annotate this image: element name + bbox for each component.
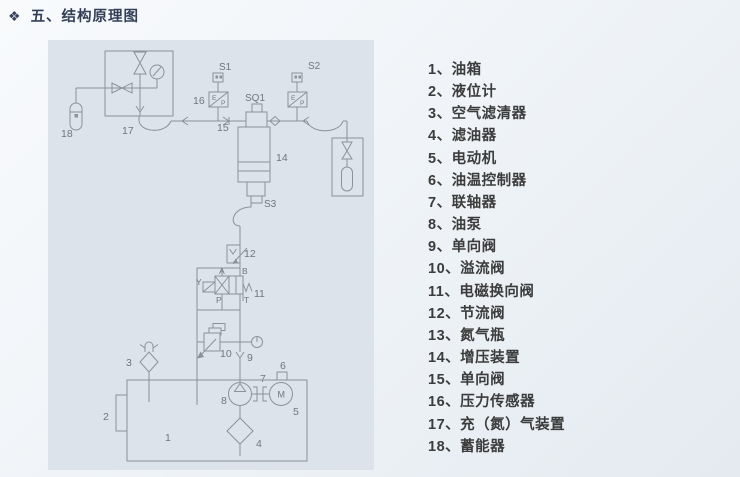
motor-5: M 5 [269,382,299,418]
legend-item-7: 7、联轴器 [428,194,497,211]
legend-item-5: 5、电动机 [428,150,497,167]
legend-item-8: 8、油泵 [428,217,482,234]
solenoid-valve-11: Y A B P T 11 [196,266,265,405]
throttle-valve-12: 12 [226,244,256,276]
legend-item-14: 14、增压装置 [428,350,521,367]
label-16: 16 [193,95,205,107]
label-e: E [212,95,217,102]
label-port-b: B [242,266,248,276]
label-motor-m: M [278,390,286,400]
oil-pump-8: 8 [221,382,252,418]
charging-device-17: 17 [76,50,174,137]
legend-item-4: 4、滤油器 [428,128,497,145]
legend-item-10: 10、溢流阀 [428,261,506,278]
label-port-t: T [244,295,249,305]
oil-filter-4: 4 [226,417,262,456]
label-1: 1 [165,432,171,444]
legend-item-11: 11、电磁换向阀 [428,283,535,300]
label-p: P [221,100,225,107]
label-s2: S2 [308,61,321,72]
legend-item-15: 15、单向阀 [428,372,506,389]
air-filter-3: 3 [126,341,159,402]
page-title: 五、结构原理图 [30,9,140,25]
label-p: P [300,100,304,107]
legend-item-12: 12、节流阀 [428,305,506,322]
check-valve-9: 9 [235,351,253,383]
label-12: 12 [244,248,256,260]
accumulator-18: 18 [61,88,83,140]
label-2: 2 [103,411,109,423]
label-6: 6 [280,360,286,372]
page-header: ❖ 五、结构原理图 [8,5,139,26]
label-17: 17 [122,125,134,137]
label-8: 8 [221,395,227,407]
label-11: 11 [254,288,265,300]
level-gauge-2: 2 [103,394,128,432]
label-port-a: A [219,266,225,276]
label-15: 15 [217,122,229,134]
legend-item-1: 1、油箱 [428,62,482,78]
legend-item-3: 3、空气滤清器 [428,106,527,123]
label-port-y: Y [196,277,202,287]
label-4: 4 [256,438,262,450]
label-s3: S3 [264,199,277,210]
booster-device-14: SQ1 14 S3 [232,93,288,245]
legend-item-2: 2、液位计 [428,84,497,101]
check-valve-15: 15 [217,116,230,134]
legend-item-16: 16、压力传感器 [428,394,536,411]
main-pressure-line [171,115,348,142]
label-14: 14 [276,152,288,164]
legend-item-18: 18、蓄能器 [428,438,506,455]
pressure-gauge [251,336,263,348]
clover-bullet-icon: ❖ [8,7,21,24]
label-port-p: P [216,295,222,305]
diagram-panel: 17 18 15 [48,40,374,470]
pressure-sensor-16-s1: E P S1 16 [193,62,232,121]
pressure-sensor-s2: E P S2 [287,61,321,121]
legend-item-6: 6、油温控制器 [428,172,527,189]
legend-item-9: 9、单向阀 [428,239,497,256]
label-10: 10 [220,348,232,360]
label-5: 5 [293,406,299,418]
hydraulic-schematic-svg: 17 18 15 [61,50,364,462]
label-9: 9 [247,352,253,364]
coupling-7: 7 [251,373,270,402]
relief-valve-10: 10 [197,323,252,360]
label-7: 7 [260,373,266,385]
label-e: E [291,95,296,102]
label-18: 18 [61,128,73,140]
legend-item-13: 13、氮气瓶 [428,327,506,344]
legend-item-17: 17、充（氮）气装置 [428,416,566,433]
label-s1: S1 [219,62,232,73]
label-sq1: SQ1 [245,93,265,104]
legend-list: 1、油箱 2、液位计 3、空气滤清器 4、滤油器 5、电动机 6、油温控制器 7… [428,59,728,458]
label-3: 3 [126,357,132,369]
nitrogen-bottle-13 [331,137,364,197]
oil-temp-controller-6: 6 [276,360,288,381]
